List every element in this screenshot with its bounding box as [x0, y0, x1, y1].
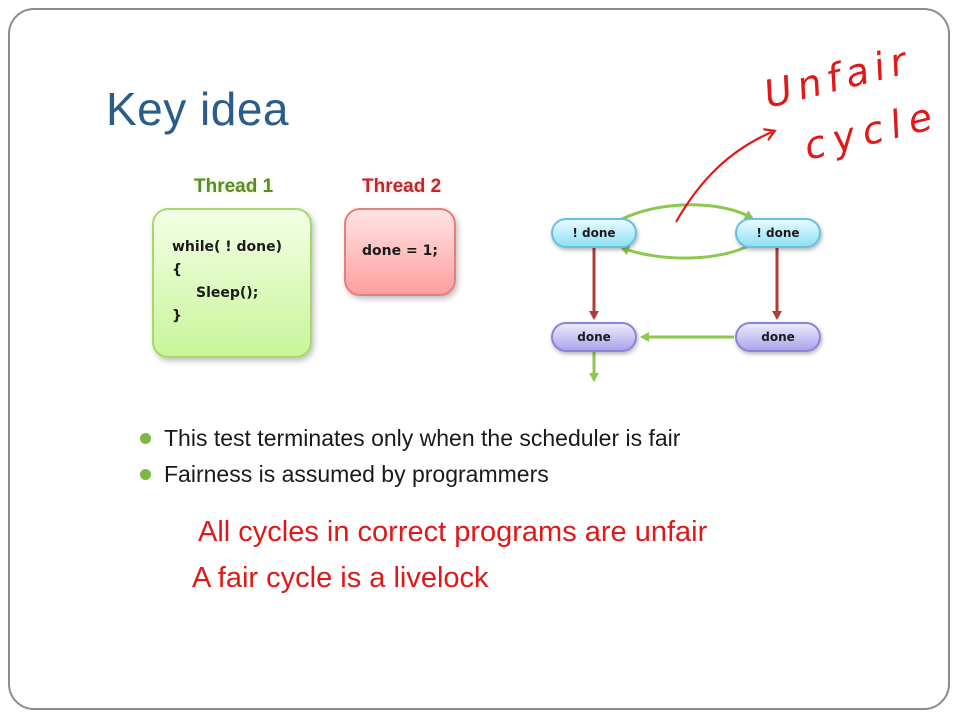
- slide-frame: [8, 8, 950, 710]
- annotation-arrow: [675, 132, 772, 223]
- thread2-code-box: done = 1;: [344, 208, 456, 296]
- annotation-text-cycle: cycle: [800, 93, 945, 169]
- thread1-label: Thread 1: [194, 176, 274, 197]
- thread2-label: Thread 2: [362, 176, 442, 197]
- bullet-text: This test terminates only when the sched…: [164, 425, 681, 451]
- bullet-dot-icon: [140, 469, 151, 480]
- code-line: done = 1;: [362, 243, 438, 259]
- slide-title: Key idea: [106, 83, 290, 135]
- code-line: {: [172, 262, 182, 278]
- bullet-list: This test terminates only when the sched…: [140, 420, 680, 492]
- graph-node-bottom-left: done: [551, 322, 637, 352]
- bullet-text: Fairness is assumed by programmers: [164, 461, 549, 487]
- graph-node-top-left: ! done: [551, 218, 637, 248]
- cycle-edge-forward: [619, 203, 754, 222]
- code-line: while( ! done): [172, 239, 283, 255]
- thread1-code-box: while( ! done) { Sleep(); }: [152, 208, 312, 358]
- graph-node-top-right: ! done: [735, 218, 821, 248]
- code-line: }: [172, 308, 182, 324]
- code-line: Sleep();: [196, 285, 259, 301]
- bullet-item: This test terminates only when the sched…: [140, 420, 680, 456]
- graph-node-bottom-right: done: [735, 322, 821, 352]
- highlight-line-2: A fair cycle is a livelock: [192, 562, 489, 594]
- cycle-edge-back: [620, 242, 753, 260]
- bullet-item: Fairness is assumed by programmers: [140, 456, 680, 492]
- highlight-line-1: All cycles in correct programs are unfai…: [198, 516, 708, 548]
- bullet-dot-icon: [140, 433, 151, 444]
